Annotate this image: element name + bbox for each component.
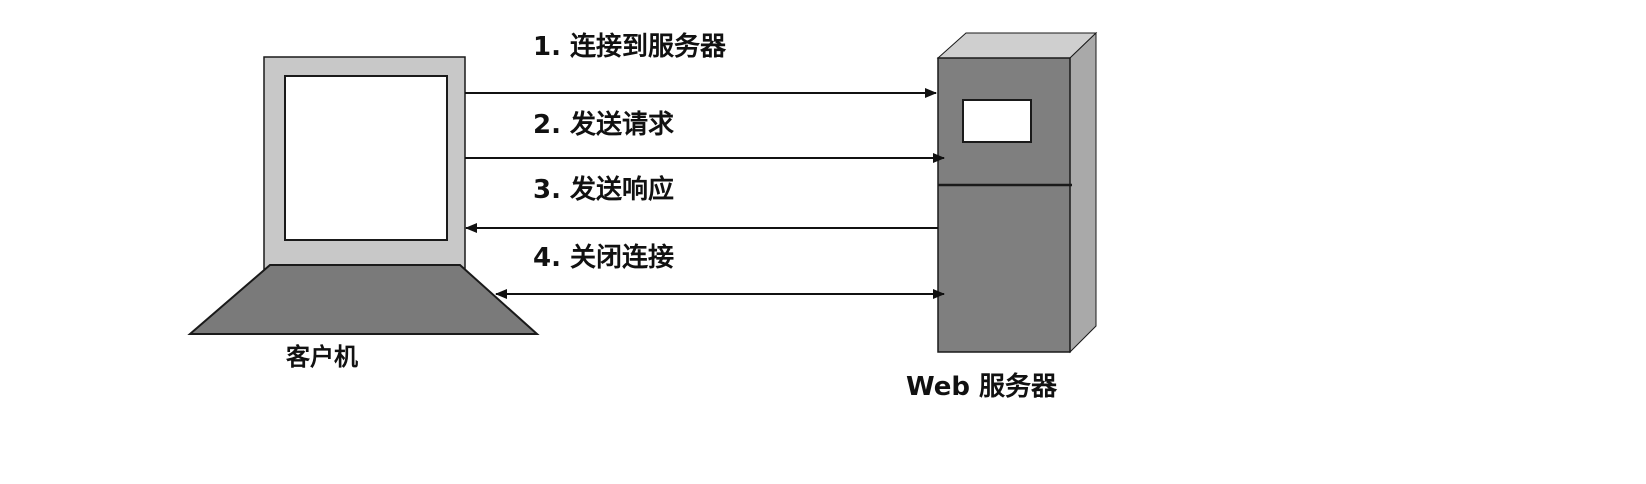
laptop-icon: [187, 56, 540, 335]
server-side-face: [1069, 31, 1097, 354]
server-label: Web 服务器: [906, 372, 1058, 402]
laptop-keyboard: [187, 264, 540, 335]
step-4-label: 4. 关闭连接: [533, 243, 674, 273]
step-1-label: 1. 连接到服务器: [533, 32, 727, 62]
client-label: 客户机: [286, 343, 358, 371]
server-tower-icon: [936, 31, 1098, 354]
step-3-label: 3. 发送响应: [533, 174, 674, 205]
monitor-screen: [284, 75, 448, 241]
server-display-slot: [962, 99, 1032, 143]
step-2-label: 2. 发送请求: [533, 109, 674, 140]
server-top-face: [936, 32, 1098, 59]
